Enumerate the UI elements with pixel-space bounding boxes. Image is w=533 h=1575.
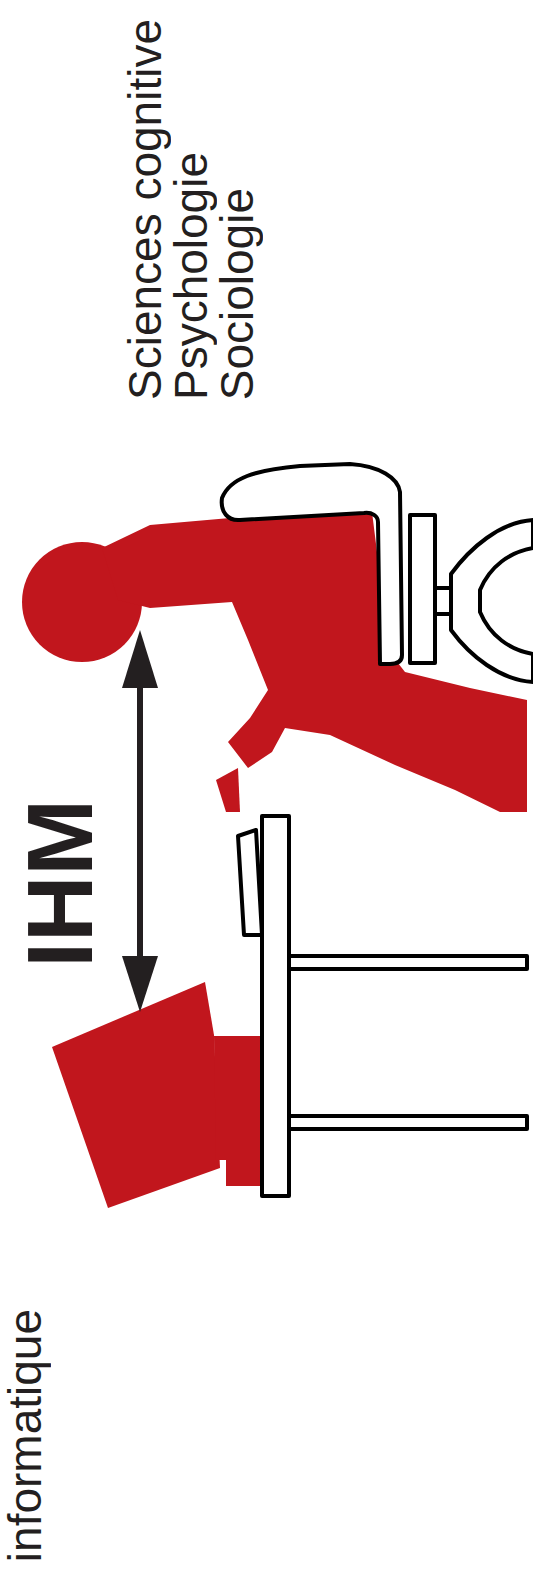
discipline-label: informatique [2, 1309, 48, 1562]
person-hand [216, 768, 240, 812]
person-figure [22, 512, 527, 812]
heading-label: IHM [14, 799, 106, 968]
arrow-head [122, 956, 158, 1012]
discipline-label: Psychologie [168, 152, 214, 400]
discipline-label: Sciences cognitive [122, 19, 168, 400]
chair-seat [410, 515, 435, 663]
computer-monitor [52, 982, 262, 1208]
chair-base [451, 520, 533, 682]
interaction-arrow [122, 630, 158, 1012]
arrow-shaft [137, 675, 143, 975]
discipline-label: Sociologie [214, 188, 260, 400]
arrow-head [122, 630, 158, 688]
chair [222, 464, 533, 682]
desk-leg [289, 956, 527, 969]
desk-leg [289, 1116, 527, 1129]
desk [238, 816, 527, 1196]
monitor-screen [52, 982, 220, 1208]
desk-top [262, 816, 289, 1196]
keyboard [238, 830, 262, 935]
chair-back [222, 464, 402, 664]
monitor-stand [214, 1036, 262, 1186]
chair-post [435, 588, 451, 614]
